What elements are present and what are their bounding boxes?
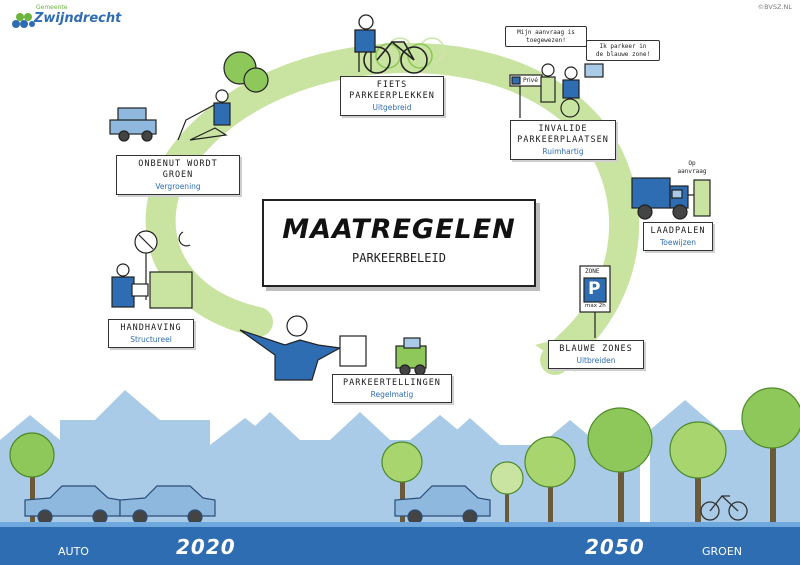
bikes-illustration xyxy=(363,37,445,74)
handhaving-illustration xyxy=(111,230,193,309)
speech-bubble-bluezone: Ik parkeer in de blauwe zone! xyxy=(586,40,660,61)
bubble-line: Mijn aanvraag is xyxy=(517,29,575,36)
invalide-illustration xyxy=(509,63,604,118)
step-subtitle: Uitgebreid xyxy=(372,103,412,112)
bubble-line: Ik parkeer in xyxy=(599,43,647,50)
timeline-start-year: 2020 xyxy=(176,535,236,559)
step-fiets-label: FIETS PARKEERPLEKKEN Uitgebreid xyxy=(340,76,444,116)
copyright-text: ©BVSZ.NL xyxy=(757,3,792,11)
step-title-line: INVALIDE xyxy=(538,124,588,134)
trees xyxy=(9,387,800,525)
step-title-line: PARKEERTELLINGEN xyxy=(343,378,441,388)
cars-road xyxy=(24,485,491,525)
step-title-line: ONBENUT WORDT xyxy=(138,159,218,169)
step-title-line: FIETS xyxy=(376,80,408,90)
step-blauwe-zones-label: BLAUWE ZONES Uitbreiden xyxy=(548,340,644,369)
road-strip xyxy=(0,522,800,528)
prive-sign-text: Privé xyxy=(523,77,538,84)
logo-name: Zwijndrecht xyxy=(34,11,122,26)
zone-sign-text: ZONE xyxy=(585,268,600,275)
municipality-logo xyxy=(8,6,36,36)
note-line: aanvraag xyxy=(677,167,707,175)
timeline-start-label: AUTO xyxy=(58,545,89,558)
bubble-line: toegewezen! xyxy=(526,36,566,44)
step-title-line: LAADPALEN xyxy=(650,226,706,236)
step-title-line: HANDHAVING xyxy=(120,323,182,333)
laadpalen-illustration xyxy=(631,177,711,220)
logo-icon xyxy=(12,13,35,28)
blue-zone-sign xyxy=(579,265,611,338)
timeline-end-label: GROEN xyxy=(702,545,743,558)
step-title-line: BLAUWE ZONES xyxy=(559,344,633,354)
step-subtitle: Toewijzen xyxy=(659,238,697,247)
step-subtitle: Structureel xyxy=(130,335,172,344)
on-request-note: Op aanvraag xyxy=(672,158,712,177)
step-title-line: GROEN xyxy=(162,170,194,180)
speech-bubble-request: Mijn aanvraag is toegewezen! xyxy=(505,26,587,47)
bicycle-road xyxy=(700,495,748,521)
step-parkeertellingen-label: PARKEERTELLINGEN Regelmatig xyxy=(332,374,452,403)
max-time-text: max 2h xyxy=(585,303,606,309)
timeline-end-year: 2050 xyxy=(585,535,645,559)
step-laadpalen-label: LAADPALEN Toewijzen xyxy=(643,222,713,251)
step-invalide-label: INVALIDE PARKEERPLAATSEN Ruimhartig xyxy=(510,120,616,160)
step-subtitle: Uitbreiden xyxy=(576,356,616,365)
note-line: Op xyxy=(688,160,696,167)
step-subtitle: Vergroening xyxy=(155,182,201,191)
parking-sign-letter: P xyxy=(588,279,601,299)
person-bikes xyxy=(354,14,376,72)
bubble-line: de blauwe zone! xyxy=(595,50,651,58)
step-subtitle: Ruimhartig xyxy=(542,147,584,156)
onbenut-illustration xyxy=(109,51,269,142)
step-title-line: PARKEERPLAATSEN xyxy=(517,135,609,145)
step-onbenut-label: ONBENUT WORDT GROEN Vergroening xyxy=(116,155,240,195)
step-title-line: PARKEERPLEKKEN xyxy=(349,91,435,101)
step-subtitle: Regelmatig xyxy=(370,390,414,399)
page-subtitle: PARKEERBELEID xyxy=(352,251,446,265)
step-handhaving-label: HANDHAVING Structureel xyxy=(108,319,194,348)
title-card: MAATREGELEN PARKEERBELEID xyxy=(262,199,536,287)
timeline-bar xyxy=(0,527,800,565)
page-title: MAATREGELEN xyxy=(282,214,516,245)
logo-prefix: Gemeente xyxy=(36,4,68,11)
